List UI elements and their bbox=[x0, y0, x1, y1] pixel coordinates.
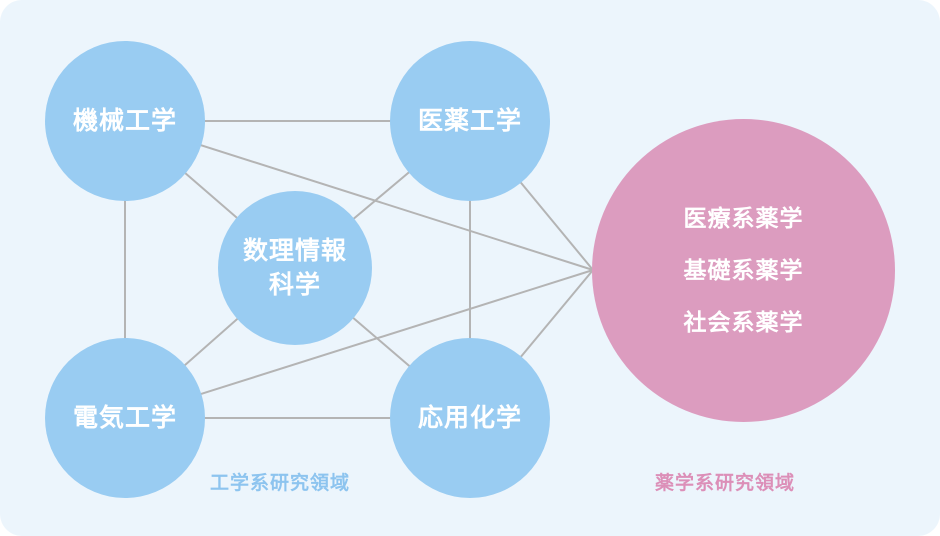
node-label: 電気工学 bbox=[72, 403, 177, 432]
pharmacy-area-label: 薬学系研究領域 bbox=[655, 472, 796, 494]
node-applied-chemistry: 応用化学 bbox=[390, 338, 550, 498]
node-label-line-1: 数理情報 bbox=[242, 236, 347, 265]
link-mechanical-pharmacy bbox=[124, 120, 594, 271]
node-label: 機械工学 bbox=[72, 106, 177, 135]
node-label-line-2: 科学 bbox=[268, 270, 321, 299]
node-pharmaceutical-engineering: 医薬工学 bbox=[390, 41, 550, 201]
link-electrical-pharmacy bbox=[124, 269, 594, 419]
node-mathematical-information-science: 数理情報 科学 bbox=[218, 191, 372, 345]
node-electrical-engineering: 電気工学 bbox=[45, 338, 205, 498]
node-label-line-3: 社会系薬学 bbox=[683, 309, 804, 336]
engineering-area-label: 工学系研究領域 bbox=[210, 472, 351, 494]
node-mechanical-engineering: 機械工学 bbox=[45, 41, 205, 201]
node-label: 応用化学 bbox=[417, 403, 522, 432]
node-pharmacy: 医療系薬学 基礎系薬学 社会系薬学 bbox=[592, 119, 895, 422]
node-label-line-1: 医療系薬学 bbox=[683, 205, 804, 232]
node-label-line-2: 基礎系薬学 bbox=[683, 257, 804, 284]
node-label: 医薬工学 bbox=[417, 106, 522, 135]
